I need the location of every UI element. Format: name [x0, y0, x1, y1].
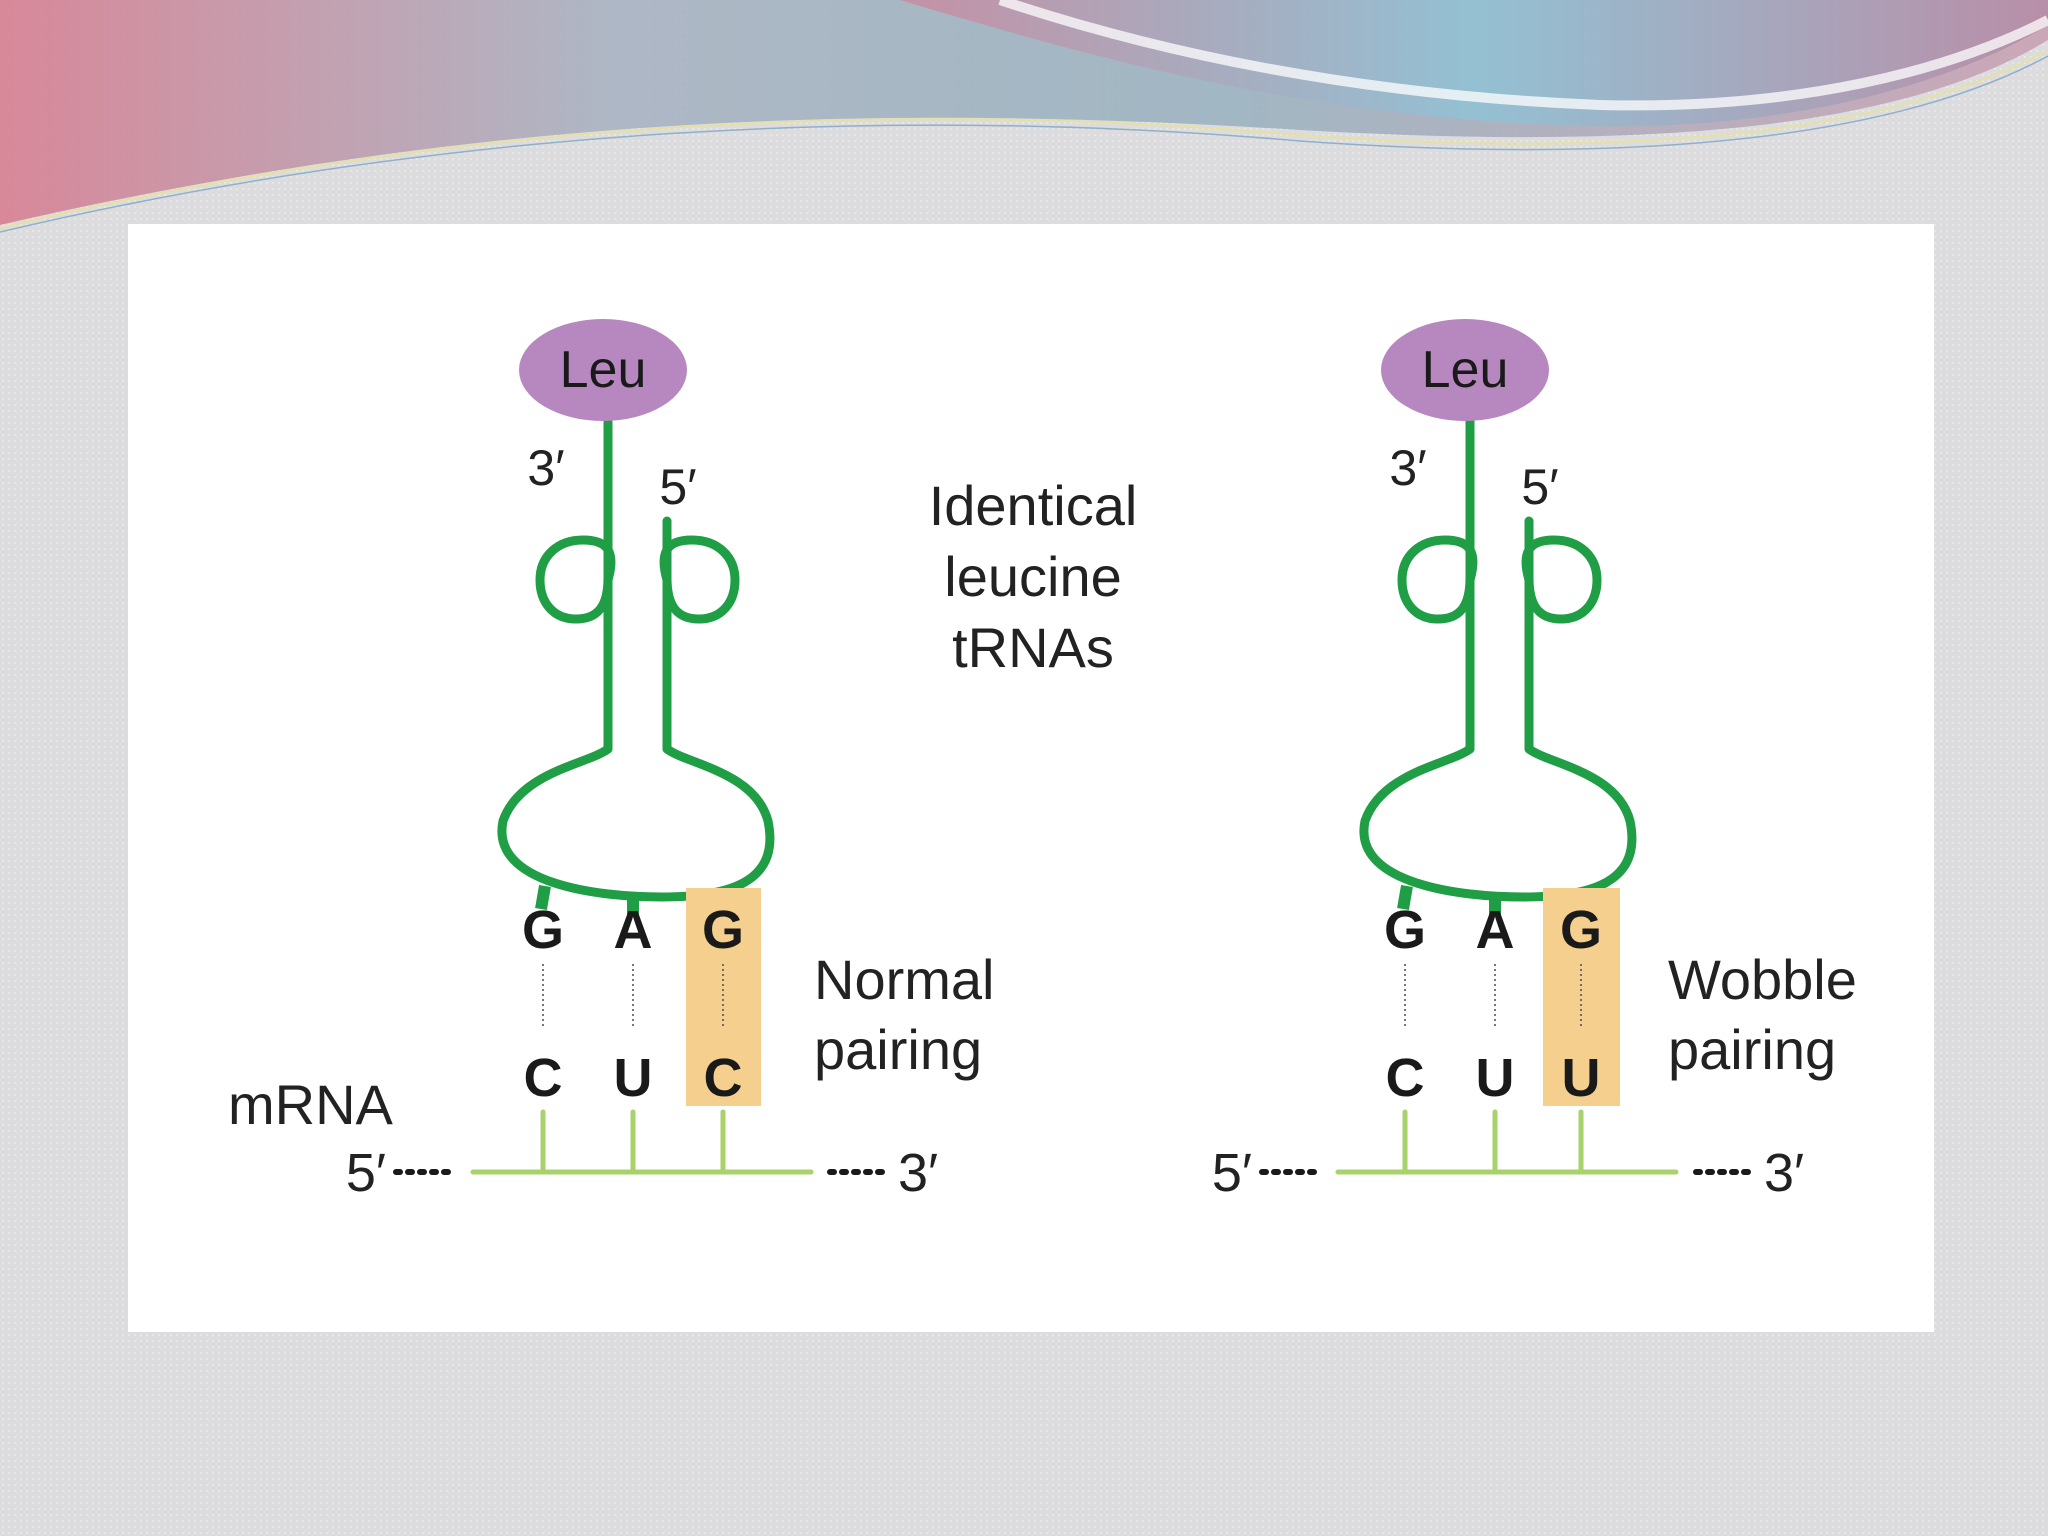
left-pairing-label-line-2: pairing	[814, 1018, 982, 1081]
trna-wobble-diagram: Identical leucine tRNAs mRNA Leu 3′ 5′ G…	[228, 319, 1857, 1203]
diagram-panel: Identical leucine tRNAs mRNA Leu 3′ 5′ G…	[128, 224, 1934, 1332]
right-mrna-5prime-label: 5′	[1212, 1143, 1252, 1203]
left-codon-base-3: C	[704, 1048, 743, 1108]
right-trna-5prime-strand	[1519, 516, 1637, 902]
left-pairing-label-line-1: Normal	[814, 948, 994, 1011]
right-trna-3prime-strand	[1359, 415, 1529, 902]
top-wave-highlight	[998, 0, 2048, 111]
mrna-label: mRNA	[228, 1073, 394, 1136]
center-label-line-3: tRNAs	[952, 616, 1114, 679]
center-label-line-1: Identical	[929, 474, 1138, 537]
left-anticodon-base-2: A	[614, 900, 653, 960]
left-trna-5prime-strand	[657, 516, 775, 902]
right-trna-group: Leu 3′ 5′ G A G C U U Wobble pairing 5′ …	[1212, 319, 1857, 1203]
left-anticodon-base-1: G	[522, 900, 564, 960]
right-anticodon-base-2: A	[1476, 900, 1515, 960]
right-trna-5prime-label: 5′	[1521, 459, 1558, 515]
right-pairing-label-line-1: Wobble	[1668, 948, 1857, 1011]
left-trna-group: Leu 3′ 5′ G A G C U C Normal pairing 5′ …	[346, 319, 994, 1203]
wave-thin-line-2	[0, 55, 2048, 233]
left-anticodon-base-3: G	[702, 900, 744, 960]
left-mrna-5prime-label: 5′	[346, 1143, 386, 1203]
left-mrna-3prime-label: 3′	[898, 1143, 938, 1203]
right-anticodon-base-3: G	[1560, 900, 1602, 960]
left-codon-base-1: C	[524, 1048, 563, 1108]
right-pairing-label-line-2: pairing	[1668, 1018, 1836, 1081]
left-highlight-box	[686, 888, 761, 1106]
left-trna-3prime-label: 3′	[527, 440, 564, 496]
right-codon-base-1: C	[1386, 1048, 1425, 1108]
right-anticodon-base-1: G	[1384, 900, 1426, 960]
right-leu-bubble	[1381, 319, 1549, 421]
right-leu-label: Leu	[1422, 341, 1509, 399]
left-codon-base-2: U	[614, 1048, 653, 1108]
left-trna-5prime-label: 5′	[659, 459, 696, 515]
left-anticodon-stub-1	[535, 884, 551, 911]
right-codon-base-2: U	[1476, 1048, 1515, 1108]
left-leu-bubble	[519, 319, 687, 421]
center-label-line-2: leucine	[944, 545, 1121, 608]
right-highlight-box	[1543, 888, 1620, 1106]
right-anticodon-stub-1	[1397, 884, 1413, 911]
left-leu-label: Leu	[560, 341, 647, 399]
wave-thin-line	[0, 49, 2048, 229]
right-trna-3prime-label: 3′	[1389, 440, 1426, 496]
right-codon-base-3: U	[1562, 1048, 1601, 1108]
left-trna-3prime-strand	[497, 415, 667, 902]
right-mrna-3prime-label: 3′	[1764, 1143, 1804, 1203]
